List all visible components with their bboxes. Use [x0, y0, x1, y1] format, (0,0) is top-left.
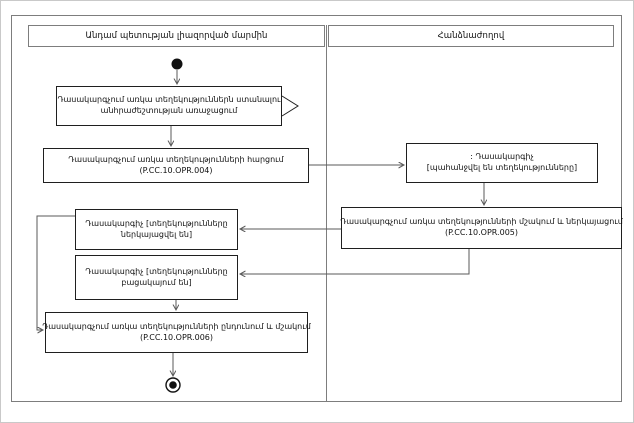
object-label: Դասակարգիչ [տեղեկությունները	[85, 266, 228, 276]
object-node-classifier-presented: Դասակարգիչ [տեղեկությունները ներկայացվել…	[75, 209, 238, 250]
object-state: բացակայում են]	[121, 277, 192, 287]
lane-header-commission: Հանձնաժողով	[328, 25, 614, 47]
activity-code: (P.CC.10.OPR.005)	[444, 228, 518, 237]
activity-box-need-arises: Դասակարգչում առկա տեղեկություններն ստանա…	[56, 86, 282, 126]
activity-box-process-opr005: Դասակարգչում առկա տեղեկությունների մշակո…	[340, 207, 623, 249]
activity-box-query-opr004: Դասակարգչում առկա տեղեկությունների հարցո…	[43, 148, 309, 183]
lane-header-authorized-body: Անդամ պետության լիազորված մարմին	[28, 25, 325, 47]
lane-title-left: Անդամ պետության լիազորված մարմին	[85, 31, 268, 41]
object-state: ներկայացվել են]	[120, 229, 193, 239]
activity-code: (P.CC.10.OPR.006)	[139, 332, 213, 342]
lane-title-right: Հանձնաժողով	[437, 31, 505, 41]
activity-label: Դասակարգչում առկա տեղեկությունների ընդու…	[42, 321, 311, 331]
activity-label: անհրաժեշտության առաջացում	[100, 106, 238, 115]
object-label: : Դասակարգիչ	[470, 152, 534, 162]
activity-label: Դասակարգչում առկա տեղեկություններն ստանա…	[57, 95, 281, 105]
object-node-classifier-missing: Դասակարգիչ [տեղեկությունները բացակայում …	[75, 255, 238, 300]
swimlane-divider	[326, 25, 327, 402]
activity-code: (P.CC.10.OPR.004)	[139, 165, 213, 175]
activity-label: Դասակարգչում առկա տեղեկությունների հարցո…	[68, 154, 284, 164]
object-node-classifier-requested: : Դասակարգիչ [պահանջվել են տեղեկությունն…	[406, 143, 598, 183]
object-label: Դասակարգիչ [տեղեկությունները	[85, 218, 228, 228]
object-state: [պահանջվել են տեղեկությունները]	[426, 163, 578, 172]
activity-label: Դասակարգչում առկա տեղեկությունների մշակո…	[340, 217, 623, 227]
activity-box-receive-opr006: Դասակարգչում առկա տեղեկությունների ընդու…	[42, 312, 311, 353]
